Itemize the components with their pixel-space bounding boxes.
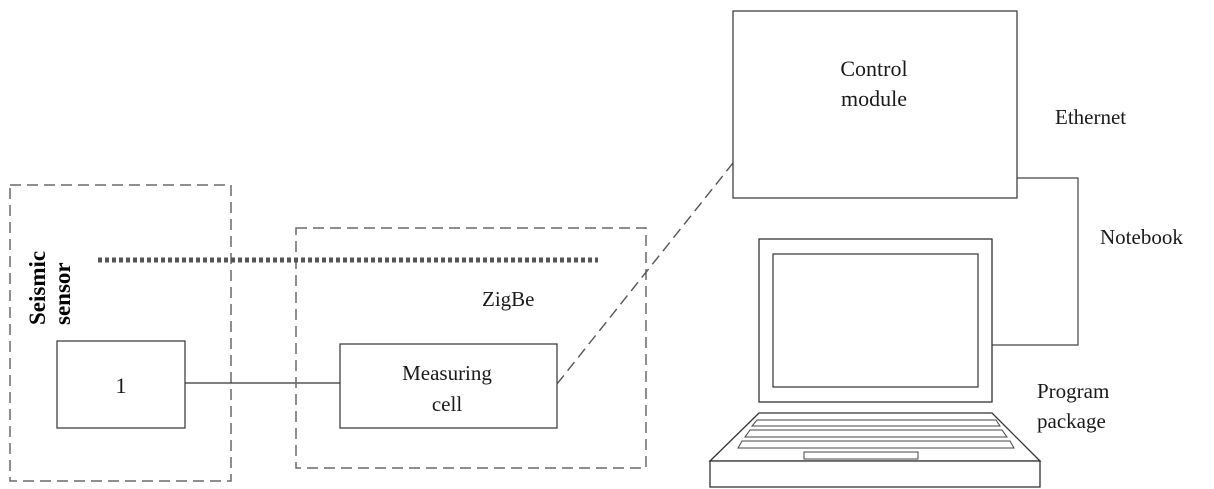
notebook-keyboard-row-1 <box>750 419 1001 427</box>
ethernet-label: Ethernet <box>1055 105 1126 129</box>
ethernet-cable <box>992 177 1079 346</box>
seismic-sensor-enclosure <box>9 184 232 482</box>
measuring-cell-enclosure <box>295 227 647 469</box>
zigbee-label: ZigBe <box>482 287 535 311</box>
notebook-keyboard-row-3 <box>737 440 1015 449</box>
program-package-label-line2: package <box>1037 409 1106 433</box>
seismic-sensor-label-line2: sensor <box>50 262 75 325</box>
notebook-trackpad <box>803 451 919 460</box>
control-module-label-line2: module <box>841 86 907 111</box>
sensor-box-1 <box>56 340 186 429</box>
notebook-keyboard-row-2 <box>744 429 1008 438</box>
notebook-front-edge <box>709 460 1041 488</box>
notebook-label: Notebook <box>1100 225 1183 249</box>
control-module-label-line1: Control <box>840 56 907 81</box>
notebook-icon <box>708 238 1042 488</box>
seismic-sensor-label: Seismic sensor <box>25 251 75 325</box>
measuring-cell-box <box>339 343 558 429</box>
control-module-box <box>732 10 1018 199</box>
seismic-sensor-label-line1: Seismic <box>25 251 50 325</box>
measuring-cell-label-line2: cell <box>432 392 462 416</box>
program-package-label-line1: Program <box>1037 379 1109 403</box>
notebook-screen <box>772 253 979 388</box>
sensor-box-1-label: 1 <box>116 373 127 398</box>
measuring-cell-label-line1: Measuring <box>402 361 492 385</box>
cell-to-control-dashed-link <box>556 162 734 385</box>
